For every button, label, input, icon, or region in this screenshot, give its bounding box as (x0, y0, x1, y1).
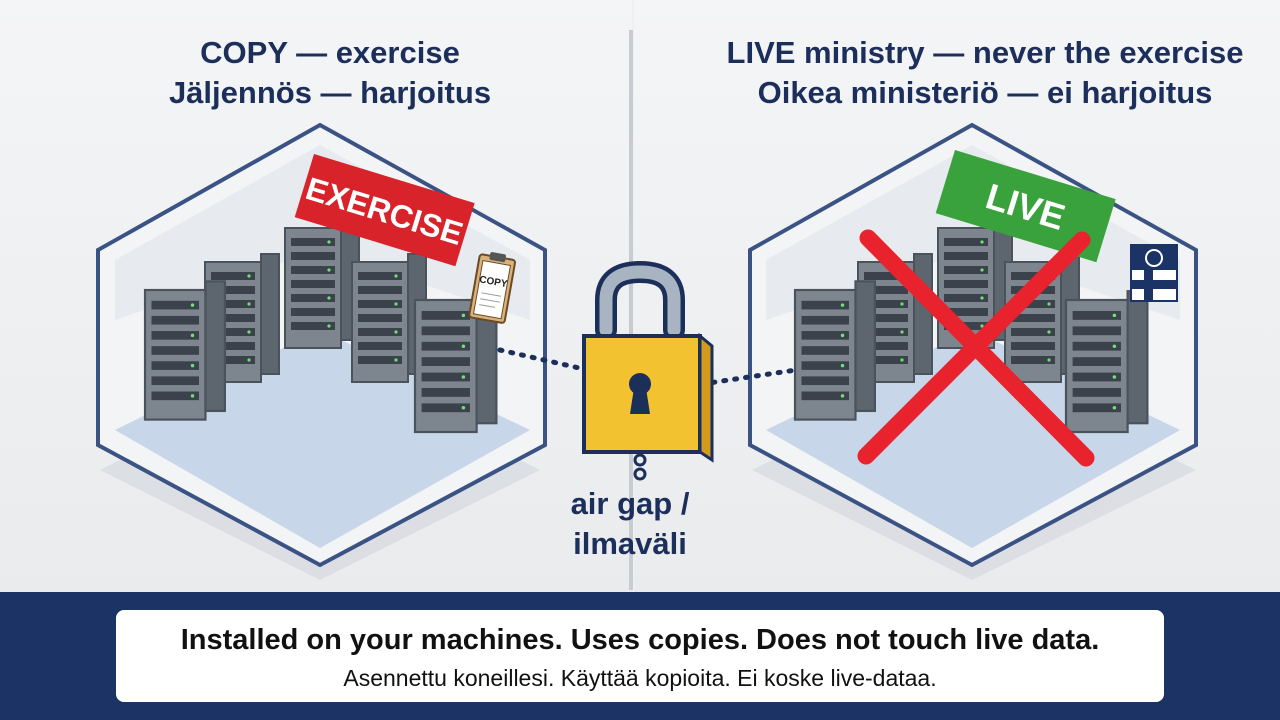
footer-statement-fi: Asennettu koneillesi. Käyttää kopioita. … (343, 665, 937, 691)
air-gap-connector (497, 347, 799, 481)
red-cross-icon (857, 229, 1095, 467)
exercise-heading-en: COPY — exercise (200, 35, 460, 70)
footer-card: Installed on your machines. Uses copies.… (116, 610, 1164, 702)
live-heading-en: LIVE ministry — never the exercise (726, 35, 1244, 70)
air-gap-label: air gap / ilmaväli (540, 484, 720, 564)
live-banner: LIVE (935, 150, 1116, 263)
footer-statement-en: Installed on your machines. Uses copies.… (180, 624, 1100, 656)
exercise-heading-fi: Jäljennös — harjoitus (168, 75, 492, 110)
panel-divider (629, 30, 633, 590)
finland-flag-icon (1130, 244, 1178, 302)
live-heading-fi: Oikea ministeriö — ei harjoitus (757, 75, 1213, 110)
padlock-icon (582, 260, 714, 463)
live-room: LIVE (748, 122, 1198, 580)
clipboard-text: COPY (478, 274, 508, 290)
live-heading: LIVE ministry — never the exercise Oikea… (690, 33, 1280, 113)
exercise-room: EXERCISE COPY (96, 122, 547, 580)
air-gap-label-en: air gap / (570, 486, 690, 521)
air-gap-label-fi: ilmaväli (573, 526, 687, 561)
exercise-heading: COPY — exercise Jäljennös — harjoitus (120, 33, 540, 113)
clipboard-icon: COPY (468, 252, 516, 324)
air-gap-diagram: EXERCISE COPY LIVE (96, 122, 1198, 580)
